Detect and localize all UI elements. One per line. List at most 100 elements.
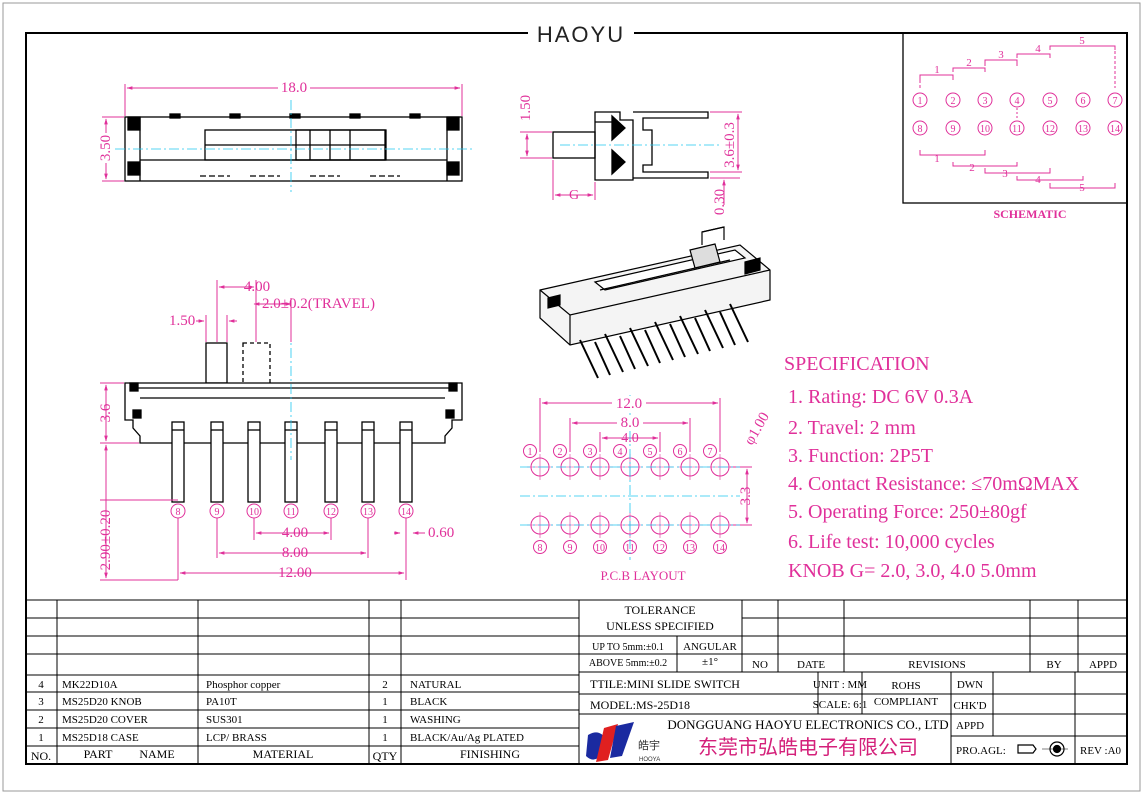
pin-marker-circle [398, 503, 414, 519]
sch-pos-1-top: 1 [934, 64, 940, 76]
pin-number: 7 [708, 447, 713, 458]
schematic-bottom-pin: 14 [1107, 120, 1123, 136]
pcb-bottom-pin-label: 13 [683, 540, 697, 554]
pcb-top-pin-label: 2 [553, 444, 567, 458]
pin-marker-circle [323, 503, 339, 519]
schematic-bottom-pin: 9 [945, 120, 961, 136]
pin-number: 4 [618, 447, 623, 458]
pcb-d8-dimension: 8.0 [621, 415, 640, 431]
company-name: DONGGUANG HAOYU ELECTRONICS CO., LTD [667, 717, 948, 732]
bom-cell-material: LCP/ BRASS [206, 732, 267, 744]
pin-number: 3 [588, 447, 593, 458]
scale-label: SCALE: 6:1 [813, 699, 868, 711]
sch-pos-1-bot: 1 [934, 153, 940, 165]
pin-number: 12 [1045, 124, 1055, 135]
rev-header-no: NO [752, 659, 768, 671]
pcb-bottom-pin-label: 10 [593, 540, 607, 554]
drawing-model: MODEL:MS-25D18 [590, 698, 690, 712]
bom-cell-finishing: BLACK/Au/Ag PLATED [410, 732, 524, 744]
pin-marker-circle [613, 444, 627, 458]
haoyu-logo: 皓宇 HOOYA [586, 722, 660, 763]
pin-marker-circle [912, 120, 928, 136]
pcb-row-gap-dimension: 3.3 [738, 487, 754, 506]
revision-label: REV :A0 [1080, 745, 1122, 757]
rev-header-date: DATE [797, 659, 825, 671]
bom-cell-qty: 1 [382, 696, 388, 708]
rev-header-appd: APPD [1089, 659, 1117, 671]
schematic-top-pin: 3 [977, 92, 993, 108]
spec-item: KNOB G= 2.0, 3.0, 4.0 5.0mm [788, 560, 1037, 582]
schematic-caption: SCHEMATIC [993, 207, 1066, 221]
bom-cell-finishing: WASHING [410, 714, 461, 726]
projection-angle-label: PRO.AGL: [956, 745, 1006, 757]
pin-number: 1 [918, 96, 923, 107]
pin-number: 9 [568, 543, 573, 554]
pin-number: 6 [1081, 96, 1086, 107]
side-view [552, 111, 720, 181]
pin-number: 1 [528, 447, 533, 458]
sch-pos-3-top: 3 [998, 49, 1004, 61]
pin-number: 9 [215, 507, 220, 518]
rohs-label: ROHS [891, 680, 920, 692]
pin-marker-circle [523, 444, 537, 458]
pin-number: 10 [249, 507, 259, 518]
front-pitch-dimension: 4.00 [244, 279, 270, 295]
pin-number: 14 [401, 507, 411, 518]
bom-cell-qty: 1 [382, 714, 388, 726]
chkd-label: CHK'D [953, 700, 986, 712]
pin-number: 4 [1015, 96, 1020, 107]
front-d3-dimension: 12.00 [278, 565, 312, 581]
pin-marker-circle [1107, 120, 1123, 136]
pin-marker-circle [533, 540, 547, 554]
pin-marker-circle [1107, 92, 1123, 108]
spec-item: 6. Life test: 10,000 cycles [788, 531, 995, 553]
bom-cell-part: MS25D18 CASE [62, 732, 139, 744]
pin-marker-circle [1075, 92, 1091, 108]
pin-number: 7 [1113, 96, 1118, 107]
rohs-compliant-label: COMPLIANT [874, 696, 938, 708]
bom-header-name: NAME [139, 747, 174, 761]
pin-marker-circle [583, 444, 597, 458]
front-pin [210, 421, 224, 503]
pin-marker-circle [1009, 120, 1025, 136]
sch-pos-3-bot: 3 [1002, 168, 1008, 180]
pin-number: 13 [1078, 124, 1088, 135]
logo-en-text: HOOYA [639, 757, 660, 763]
pin-length-dimension: 2.90±0.20 [98, 510, 114, 571]
pcb-bottom-pin-label: 9 [563, 540, 577, 554]
pin-number: 11 [286, 507, 296, 518]
pin-number: 14 [1110, 124, 1120, 135]
pin-number: 14 [715, 543, 725, 554]
front-pin [399, 421, 413, 503]
pin-marker-circle [563, 540, 577, 554]
schematic-top-pin: 5 [1042, 92, 1058, 108]
schematic-top-pin: 4 [1009, 92, 1025, 108]
pin-number: 9 [951, 124, 956, 135]
pcb-bottom-pin-label: 12 [653, 540, 667, 554]
specification: SPECIFICATION 1. Rating: DC 6V 0.3A 2. T… [784, 353, 1080, 582]
pin-number: 2 [951, 96, 956, 107]
pin-number: 13 [363, 507, 373, 518]
pcb-top-pin-label: 5 [643, 444, 657, 458]
travel-dimension: 2.0±0.2(TRAVEL) [262, 296, 375, 312]
front-pin-label: 9 [209, 503, 225, 519]
spec-item: 5. Operating Force: 250±80gf [788, 501, 1027, 523]
bom-cell-material: Phosphor copper [206, 679, 281, 691]
tolerance-unless: UNLESS SPECIFIED [606, 619, 714, 633]
front-pin-label: 10 [246, 503, 262, 519]
knob-height-dimension: 1.50 [518, 95, 534, 121]
bom-header-part: PART [84, 747, 114, 761]
schematic-bottom-pin: 13 [1075, 120, 1091, 136]
pin-marker-circle [360, 503, 376, 519]
pin-marker-circle [643, 444, 657, 458]
side-view-dimensions [520, 111, 742, 205]
bom-cell-qty: 2 [382, 679, 388, 691]
schematic-bottom-pin: 11 [1009, 120, 1025, 136]
bom-cell-part: MS25D20 COVER [62, 714, 149, 726]
front-height-dimension: 3.6 [98, 403, 114, 422]
pin-number: 2 [558, 447, 563, 458]
